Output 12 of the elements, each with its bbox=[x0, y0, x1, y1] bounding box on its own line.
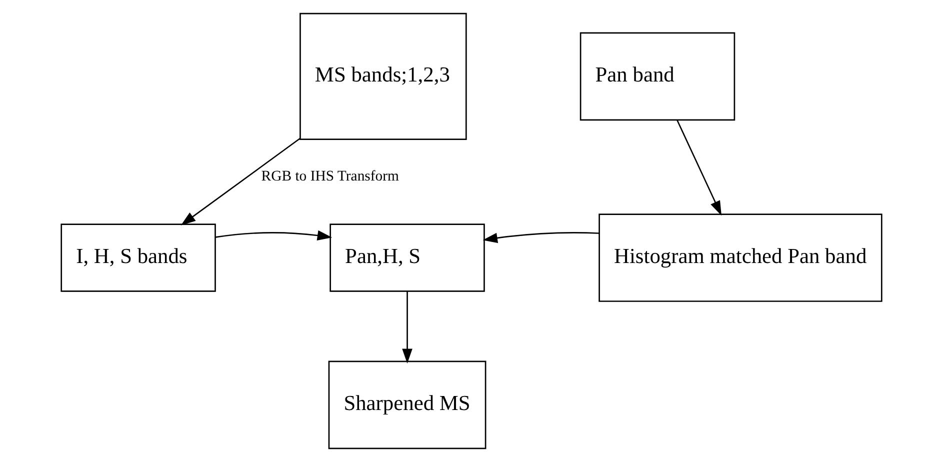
edge-label: RGB to IHS Transform bbox=[260, 168, 398, 185]
arrow bbox=[180, 138, 300, 226]
node-box: I, H, S bands bbox=[60, 224, 216, 292]
node-box: MS bands;1,2,3 bbox=[299, 12, 466, 140]
arrow bbox=[676, 120, 722, 216]
arrow bbox=[402, 292, 412, 364]
node-box: Sharpened MS bbox=[328, 360, 486, 450]
arrow bbox=[214, 230, 332, 241]
node-box: Pan,H, S bbox=[329, 224, 484, 292]
arrow bbox=[482, 232, 599, 244]
node-box: Histogram matched Pan band bbox=[598, 214, 882, 302]
node-box: Pan band bbox=[579, 32, 735, 121]
